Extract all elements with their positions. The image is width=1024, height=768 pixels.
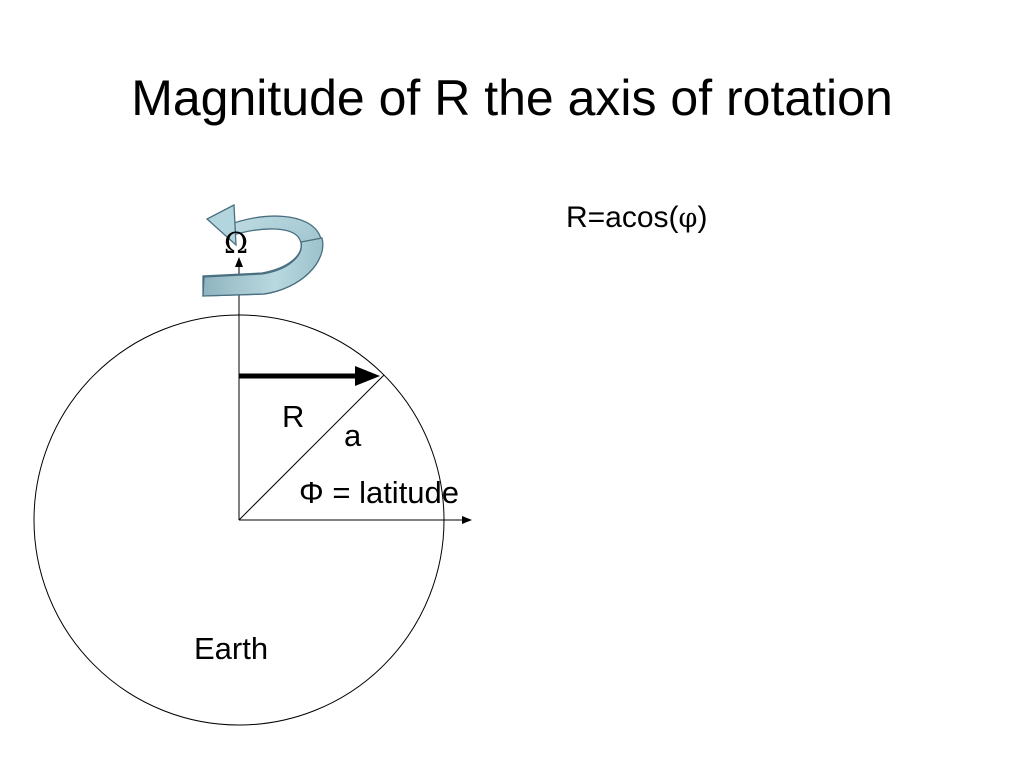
earth-label: Earth — [194, 631, 268, 666]
omega-label: Ω — [224, 226, 248, 260]
radius-a-line — [238, 374, 385, 521]
formula-prefix: R=acos( — [566, 201, 679, 234]
latitude-label: Φ = latitude — [299, 475, 459, 510]
formula-suffix: ) — [697, 201, 708, 234]
rotation-arrow-icon — [202, 203, 324, 297]
a-label: a — [344, 418, 362, 453]
formula: R=acos(φ) — [566, 200, 707, 237]
r-label: R — [282, 399, 304, 434]
formula-phi-symbol: φ — [678, 203, 698, 234]
slide-title: Magnitude of R the axis of rotation — [131, 70, 893, 126]
r-vector-arrowhead — [355, 366, 380, 386]
